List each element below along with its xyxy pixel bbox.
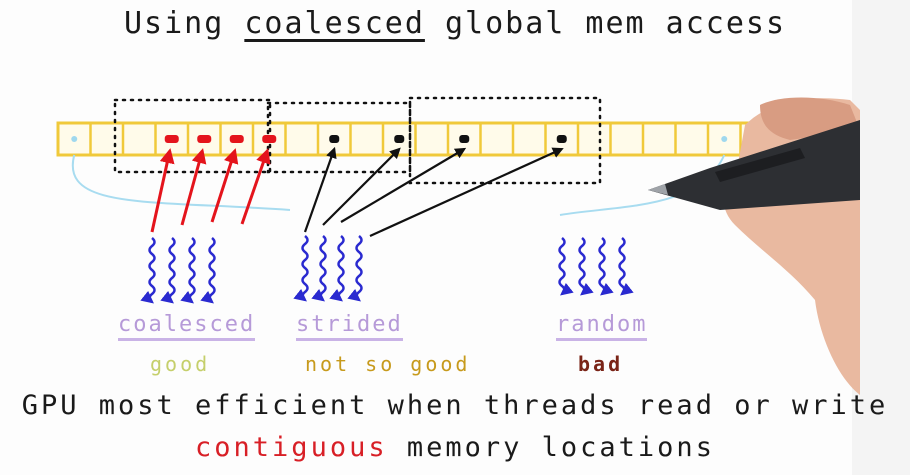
thread-strided (329, 235, 345, 302)
caption-line-1: GPU most efficient when threads read or … (21, 390, 889, 421)
coalesced-access-arrow (240, 148, 271, 225)
strided-access-arrow (322, 147, 401, 226)
strided-address-mark (329, 135, 340, 143)
thread-coalesced (160, 237, 176, 304)
slide-title: Using coalesced global mem access (0, 6, 910, 41)
caption-line-2: contiguous memory locations (0, 432, 910, 463)
caption-rest: memory locations (406, 432, 715, 463)
video-edge (852, 0, 910, 475)
title-prefix: Using (123, 6, 225, 41)
label-coalesced: coalesced (118, 312, 256, 341)
thread-strided (347, 235, 363, 302)
label-strided: strided (296, 312, 403, 341)
thread-coalesced (140, 237, 156, 304)
coalesced-access-arrow (180, 148, 207, 226)
memory-end-dot (71, 136, 78, 142)
access-arrows (71, 146, 726, 238)
address-marks (164, 135, 567, 143)
coalesced-address-mark (229, 135, 244, 143)
caption-highlight: contiguous (195, 432, 388, 463)
strided-access-arrow (303, 146, 337, 233)
thread-random (618, 237, 634, 296)
strided-address-mark (394, 135, 405, 143)
thread-coalesced (180, 237, 196, 304)
coalesced-access-arrow (150, 148, 175, 233)
strided-access-arrow (369, 147, 564, 238)
thread-strided (311, 235, 327, 302)
strided-address-mark (459, 135, 470, 143)
strided-address-mark (556, 135, 567, 143)
thread-strided (293, 235, 309, 302)
thread-coalesced (200, 237, 216, 304)
thread-random (558, 237, 574, 296)
coalesced-address-mark (197, 135, 212, 143)
title-emphasis: coalesced (244, 6, 425, 41)
title-suffix: global mem access (444, 6, 787, 41)
thread-groups (140, 235, 634, 304)
quality-coalesced: good (150, 352, 211, 376)
quality-random: bad (578, 352, 624, 376)
thread-random (578, 237, 594, 296)
coalesced-access-arrow (210, 148, 239, 223)
segment-box (266, 101, 412, 174)
memory-end-dot (721, 136, 728, 142)
thread-random (598, 237, 614, 296)
segment-box (408, 96, 602, 185)
label-random: random (556, 312, 648, 341)
presenter-hand (648, 97, 860, 395)
coalesced-address-mark (164, 135, 179, 143)
quality-strided: not so good (305, 352, 471, 376)
wrap-link (71, 154, 291, 211)
strided-access-arrow (340, 147, 467, 223)
coalesced-address-mark (262, 135, 277, 143)
